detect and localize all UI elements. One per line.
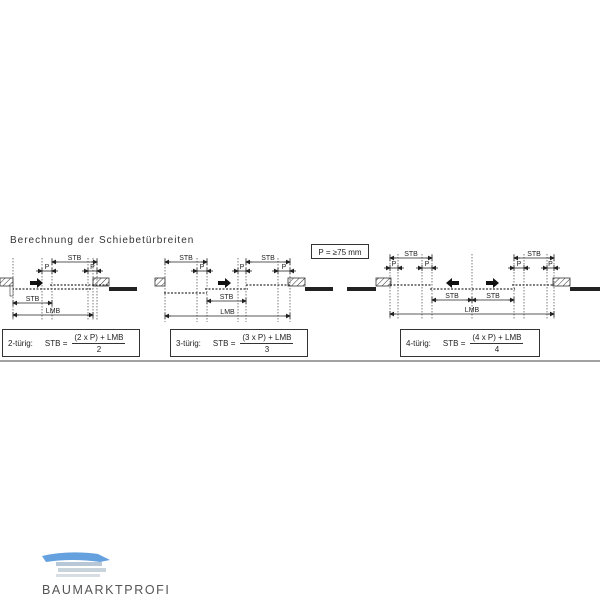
diagram-title: Berechnung der Schiebetürbreiten bbox=[10, 235, 195, 246]
formula-2-door: 2-türig: STB = (2 x P) + LMB 2 bbox=[2, 329, 140, 357]
formula-3-door: 3-türig: STB = (3 x P) + LMB 3 bbox=[170, 329, 308, 357]
dim-stb-label: STB bbox=[445, 293, 459, 300]
slide-arrow-left bbox=[446, 278, 459, 288]
door-handle bbox=[9, 285, 14, 297]
formula-name: 2-türig: bbox=[8, 338, 33, 348]
dim-stb-label: STB bbox=[179, 255, 193, 262]
baumarktprofi-logo bbox=[42, 552, 110, 577]
dim-p-label: P bbox=[517, 261, 522, 268]
dim-p-label: P bbox=[45, 264, 50, 271]
dim-stb-label: STB bbox=[404, 251, 418, 258]
dim-p-label: P bbox=[240, 264, 245, 271]
wall-left bbox=[0, 277, 14, 287]
dim-p-label: P bbox=[200, 264, 205, 271]
dim-p-label: P bbox=[548, 261, 553, 268]
wall-solid-right bbox=[570, 287, 600, 291]
formula-fraction: (4 x P) + LMB 4 bbox=[470, 332, 524, 354]
slide-arrow-right bbox=[30, 278, 43, 288]
formula-stb: STB = bbox=[442, 338, 466, 348]
dim-stb-label: STB bbox=[486, 293, 500, 300]
dim-p-label: P bbox=[392, 261, 397, 268]
slide-arrow-right bbox=[218, 278, 231, 288]
wall-solid bbox=[305, 287, 333, 291]
formula-stb: STB = bbox=[44, 338, 68, 348]
formula-stb: STB = bbox=[212, 338, 236, 348]
logo-text: BAUMARKTPROFI bbox=[42, 583, 171, 597]
dim-lmb-label: LMB bbox=[465, 307, 480, 314]
dim-stb-label: STB bbox=[527, 251, 541, 258]
wall-right bbox=[552, 277, 571, 287]
dim-stb-label: STB bbox=[26, 296, 40, 303]
formula-numerator: (2 x P) + LMB bbox=[72, 332, 126, 344]
dim-stb-label: STB bbox=[220, 294, 234, 301]
dim-p-label: P bbox=[282, 264, 287, 271]
formula-fraction: (2 x P) + LMB 2 bbox=[72, 332, 126, 354]
formula-name: 4-türig: bbox=[406, 338, 431, 348]
wall-solid-left bbox=[347, 287, 376, 291]
wall-solid bbox=[109, 287, 137, 291]
dim-p-label: P bbox=[425, 261, 430, 268]
dim-stb-label: STB bbox=[261, 255, 275, 262]
dim-p-label: P bbox=[90, 264, 95, 271]
formula-numerator: (3 x P) + LMB bbox=[240, 332, 294, 344]
dim-lmb-label: LMB bbox=[46, 308, 61, 315]
dim-stb-label: STB bbox=[68, 255, 82, 262]
formula-fraction: (3 x P) + LMB 3 bbox=[240, 332, 294, 354]
slide-arrow-right bbox=[486, 278, 499, 288]
formula-denominator: 4 bbox=[494, 344, 500, 354]
wall-right bbox=[92, 277, 110, 287]
formula-numerator: (4 x P) + LMB bbox=[470, 332, 524, 344]
formula-4-door: 4-türig: STB = (4 x P) + LMB 4 bbox=[400, 329, 540, 357]
wall-right bbox=[287, 277, 306, 287]
dim-lmb-label: LMB bbox=[220, 309, 235, 316]
wall-left bbox=[154, 277, 166, 287]
p-value-box: P = ≥75 mm bbox=[311, 244, 369, 259]
formula-denominator: 3 bbox=[264, 344, 270, 354]
formula-denominator: 2 bbox=[96, 344, 102, 354]
formula-name: 3-türig: bbox=[176, 338, 201, 348]
wall-left bbox=[375, 277, 392, 287]
